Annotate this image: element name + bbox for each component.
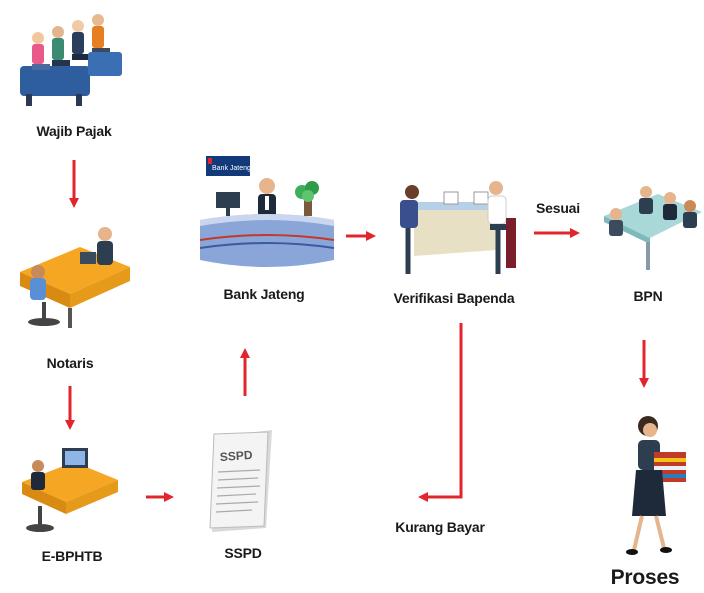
label-sspd: SSPD [224, 545, 262, 561]
online-tax-desk-illustration [22, 448, 118, 532]
land-agency-meeting-illustration [604, 186, 702, 270]
label-kurang-bayar: Kurang Bayar [395, 519, 485, 535]
taxpayers-illustration [20, 14, 122, 106]
sspd-document-illustration: SSPD [209, 430, 272, 532]
label-sesuai: Sesuai [536, 200, 580, 216]
label-wajib-pajak: Wajib Pajak [36, 123, 112, 139]
verification-desk-illustration [400, 181, 516, 274]
label-bpn: BPN [633, 288, 663, 304]
label-bank-jateng: Bank Jateng [223, 286, 305, 302]
bank-counter-illustration: Bank Jateng [199, 156, 335, 267]
notary-office-illustration [20, 227, 130, 328]
bank-jateng-sign: Bank Jateng [212, 165, 251, 172]
sspd-document-header: SSPD [219, 448, 253, 464]
label-notaris: Notaris [46, 355, 94, 371]
label-verifikasi-bapenda: Verifikasi Bapenda [393, 290, 515, 306]
processing-staff-illustration [626, 416, 686, 555]
label-proses: Proses [610, 566, 680, 589]
arrow-verification-to-kurang-bayar [418, 323, 463, 502]
label-e-bphtb: E-BPHTB [41, 548, 103, 564]
